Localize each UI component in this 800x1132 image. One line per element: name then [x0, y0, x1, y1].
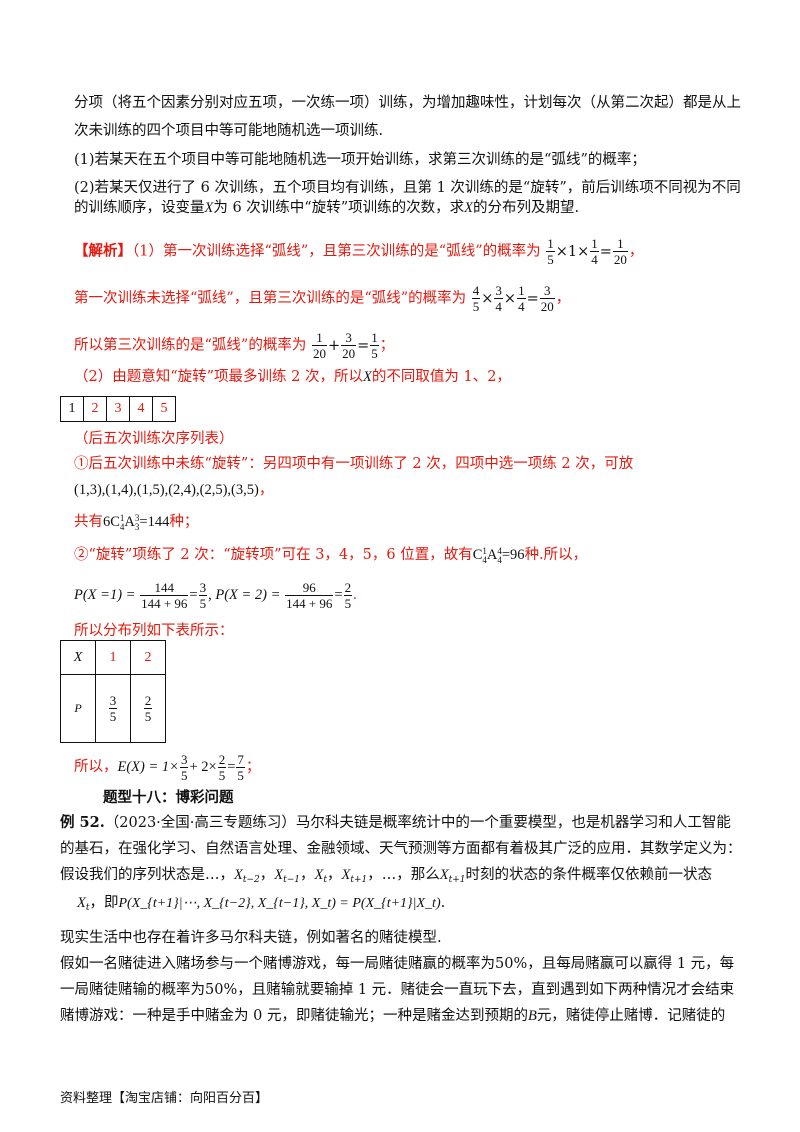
- dist-x-value: 2: [130, 640, 166, 675]
- example-line-1: 例 52.（2023·全国·高三专题练习）马尔科夫链是概率统计中的一个重要模型，…: [60, 814, 731, 831]
- question-2-line-b: 的训练顺序，设变量X为 6 次训练中“旋转”项训练的次数，求X的分布列及期望.: [74, 198, 579, 218]
- example-line-6: 假如一名赌徒进入赌场参与一个赌博游戏，每一局赌徒赌赢的概率为50%，且每局赌赢可…: [60, 956, 735, 972]
- example-label: 例 52.: [60, 814, 105, 831]
- s4-text-pre: （2）由题意知“旋转”项最多训练 2 次，所以: [74, 369, 363, 385]
- position-pairs: (1,3),(1,4),(1,5),(2,4),(2,5),(3,5)，: [74, 482, 274, 498]
- example-line-3: 假设我们的序列状态是…，Xt−2，Xt−1，Xt，Xt+1，…，那么Xt+1时刻…: [60, 867, 712, 885]
- question-1: (1)若某天在五个项目中等可能地随机选一项开始训练，求第三次训练的是“弧线”的概…: [74, 152, 646, 168]
- dist-x-label: X: [60, 640, 96, 675]
- distribution-intro: 所以分布列如下表所示：: [74, 623, 234, 639]
- example-line-4: Xt，即P(X_{t+1}|⋯, X_{t−2}, X_{t−1}, X_t) …: [77, 895, 446, 913]
- solution-tag: 【解析】: [74, 242, 132, 260]
- s3-text: 所以第三次训练的是“弧线”的概率为: [74, 337, 307, 354]
- case-1-text: ①后五次训练中未练“旋转”：另四项中有一项训练了 2 次，四项中选一项练 2 次…: [74, 456, 634, 472]
- s4-text-post: 的不同取值为 1、2，: [371, 369, 511, 385]
- problem-line-1: 分项（将五个因素分别对应五项，一次练一项）训练，为增加趣味性，计划每次（从第二次…: [74, 95, 741, 111]
- dist-x-value: 1: [95, 640, 131, 675]
- dist-p-label: P: [60, 674, 96, 743]
- var-x: X: [363, 369, 372, 385]
- var-x: X: [204, 200, 214, 216]
- problem-line-2: 次未训练的四个项目中等可能地随机选一项训练.: [74, 123, 384, 139]
- question-2-line-a: (2)若某天仅进行了 6 次训练，五个项目均有训练，且第 1 次训练的是“旋转”…: [74, 180, 741, 196]
- sequence-cell: 3: [106, 396, 130, 422]
- sequence-cell: 2: [83, 396, 107, 422]
- s2-text: 第一次训练未选择“弧线”，且第三次训练的是“弧线”的概率为: [74, 290, 467, 307]
- q2-text-mid: 为 6 次训练中“旋转”项训练的次数，求: [213, 200, 465, 216]
- sequence-cell: 4: [129, 396, 153, 422]
- q2-text-post: 的分布列及期望.: [473, 200, 580, 216]
- q2-text-pre: 的训练顺序，设变量: [74, 200, 205, 216]
- example-line-5: 现实生活中也存在着许多马尔科夫链，例如著名的赌徒模型.: [60, 930, 442, 946]
- sequence-caption: （后五次训练次序列表）: [74, 431, 234, 447]
- s1-text: （1）第一次训练选择“弧线”，且第三次训练的是“弧线”的概率为: [132, 243, 541, 260]
- sequence-cell: 1: [60, 396, 84, 422]
- markov-formula: P(X_{t+1}|⋯, X_{t−2}, X_{t−1}, X_t) = P(…: [118, 896, 441, 911]
- sequence-table: 1 2 3 4 5: [60, 396, 176, 422]
- section-title: 题型十八：博彩问题: [103, 789, 234, 806]
- example-line-2: 的基石，在强化学习、自然语言处理、金融领域、天气预测等方面都有着极其广泛的应用．…: [60, 841, 742, 857]
- solution-step-4: （2）由题意知“旋转”项最多训练 2 次，所以X的不同取值为 1、2，: [74, 367, 511, 387]
- var-x: X: [464, 200, 473, 216]
- sequence-cell: 5: [152, 396, 176, 422]
- page-footer: 资料整理【淘宝店铺：向阳百分百】: [60, 1091, 269, 1106]
- example-line-8: 赌博游戏：一种是手中赌金为 0 元，即赌徒输光；一种是赌金达到预期的B元，赌徒停…: [60, 1008, 726, 1024]
- example-line-7: 一局赌徒赌输的概率为50%，且赌输就要输掉 1 元．赌徒会一直玩下去，直到遇到如…: [60, 982, 735, 998]
